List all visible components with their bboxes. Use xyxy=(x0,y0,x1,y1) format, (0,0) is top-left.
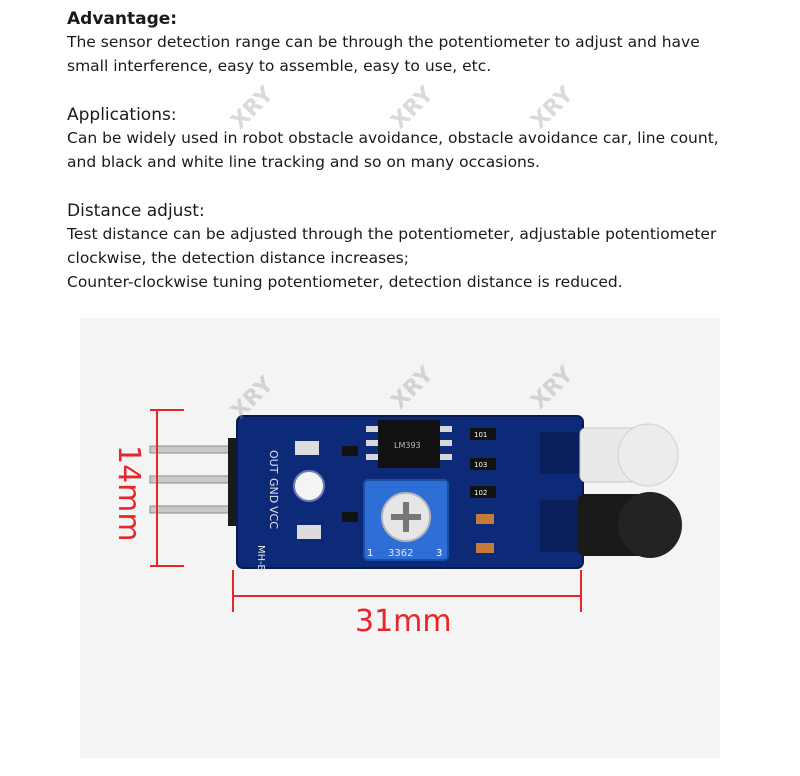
board-name: MH-B xyxy=(255,545,266,571)
resistor-label: 103 xyxy=(474,461,487,469)
watermark: XRY xyxy=(227,81,280,134)
width-dimension xyxy=(232,570,582,612)
height-dimension xyxy=(150,409,184,567)
distance-heading: Distance adjust: xyxy=(67,201,205,221)
advantage-section: Advantage: The sensor detection range ca… xyxy=(67,8,767,78)
width-dimension-label: 31mm xyxy=(355,604,452,639)
resistor xyxy=(470,428,496,440)
applications-section: Applications: Can be widely used in robo… xyxy=(67,104,767,174)
mounting-hole xyxy=(293,470,325,502)
height-dimension-label: 14mm xyxy=(111,445,146,542)
capacitor xyxy=(476,543,494,553)
advantage-heading: Advantage: xyxy=(67,9,178,29)
resistor-label: 102 xyxy=(474,489,487,497)
applications-heading: Applications: xyxy=(67,105,177,125)
resistor xyxy=(470,486,496,498)
ir-receiver xyxy=(540,492,682,558)
distance-line: Counter-clockwise tuning potentiometer, … xyxy=(67,273,623,291)
watermark: XRY xyxy=(527,361,580,414)
advantage-line: The sensor detection range can be throug… xyxy=(67,33,700,51)
resistor xyxy=(470,458,496,470)
capacitor xyxy=(476,514,494,524)
distance-line: clockwise, the detection distance increa… xyxy=(67,249,409,267)
watermark: XRY xyxy=(387,361,440,414)
pin-label-gnd: GND xyxy=(267,478,280,503)
silkscreen-pin-1: 1 xyxy=(367,548,373,559)
pin-label-out: OUT xyxy=(267,450,280,474)
potentiometer xyxy=(363,479,449,561)
led-indicator xyxy=(297,525,321,539)
chip-label: LM393 xyxy=(394,441,421,450)
led-indicator xyxy=(295,441,319,455)
silkscreen-pin-3: 3 xyxy=(436,548,442,559)
pin-label-vcc: VCC xyxy=(267,506,280,529)
comparator-chip xyxy=(366,420,452,468)
watermark: XRY xyxy=(527,81,580,134)
resistor xyxy=(342,512,358,522)
resistor xyxy=(342,446,358,456)
watermark: XRY xyxy=(387,81,440,134)
ir-emitter xyxy=(540,423,679,487)
applications-line: Can be widely used in robot obstacle avo… xyxy=(67,129,719,147)
distance-adjust-section: Distance adjust: Test distance can be ad… xyxy=(67,200,767,294)
advantage-line: small interference, easy to assemble, ea… xyxy=(67,57,492,75)
resistor-label: 101 xyxy=(474,431,487,439)
applications-line: and black and white line tracking and so… xyxy=(67,153,540,171)
potentiometer-label: 3362 xyxy=(388,548,413,559)
distance-line: Test distance can be adjusted through th… xyxy=(67,225,717,243)
